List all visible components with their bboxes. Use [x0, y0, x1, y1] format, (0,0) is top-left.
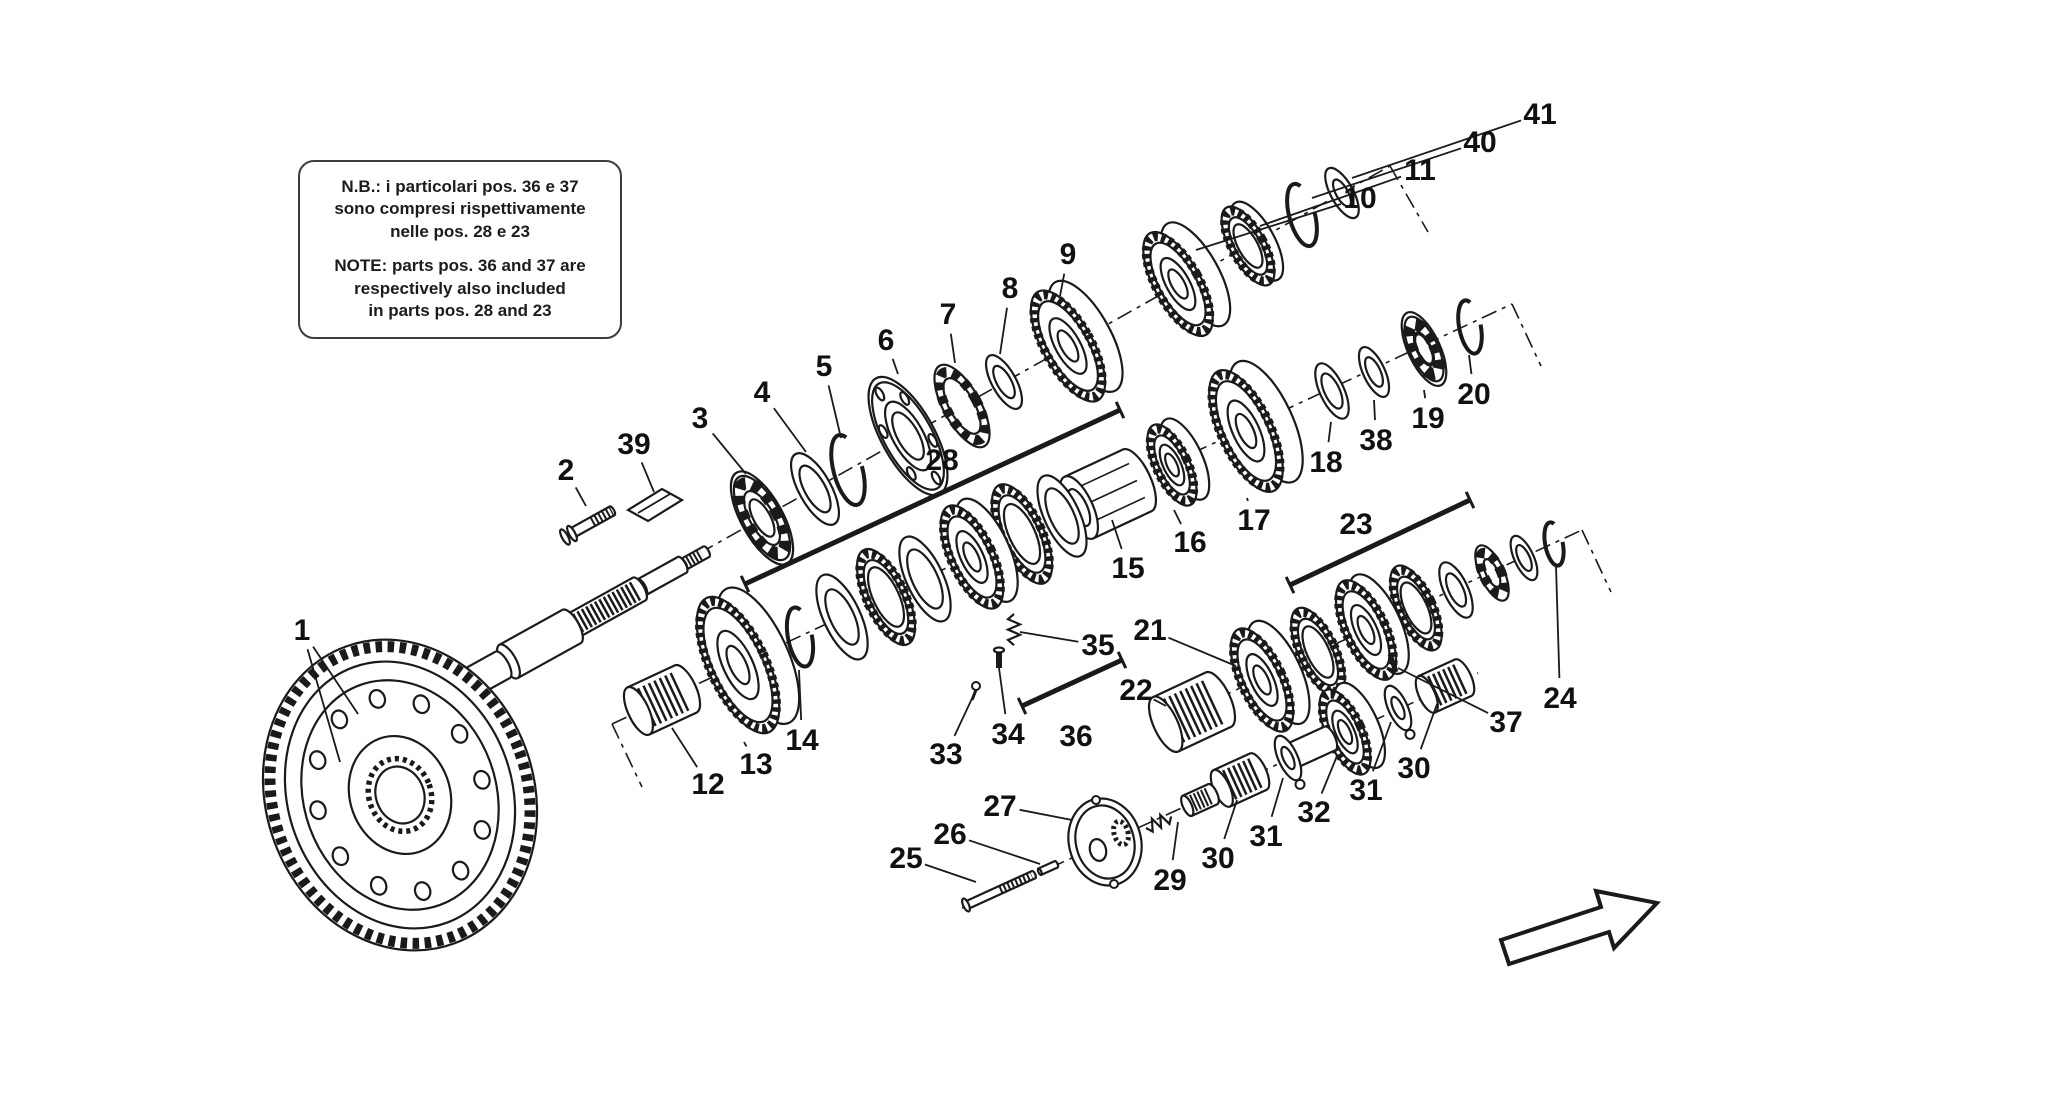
leader-21: [1168, 636, 1237, 667]
callout-24-33: 24: [1543, 682, 1577, 715]
leader-14: [798, 669, 803, 721]
leader-41: [1351, 119, 1522, 179]
leader-35: [1019, 631, 1079, 643]
callout-39-2: 39: [617, 428, 650, 461]
leader-32: [1320, 755, 1338, 794]
callout-22-27: 22: [1119, 674, 1152, 707]
callout-20-24: 20: [1457, 378, 1490, 411]
callout-31-39: 31: [1249, 820, 1282, 853]
leader-39: [640, 462, 655, 493]
callout-25-34: 25: [889, 842, 922, 875]
direction-arrow-icon: [1498, 888, 1661, 967]
leader-27: [1019, 808, 1073, 821]
callout-29-37: 29: [1153, 864, 1186, 897]
note-line: N.B.: i particolari pos. 36 e 37: [341, 177, 579, 196]
callout-33-28: 33: [929, 738, 962, 771]
leader-34: [998, 667, 1007, 715]
callout-3-3: 3: [692, 402, 709, 435]
leader-30: [1223, 799, 1238, 840]
note-line: nelle pos. 28 e 23: [390, 221, 530, 241]
leader-26: [968, 839, 1041, 865]
leader-13: [743, 741, 748, 747]
callout-6-6: 6: [878, 324, 895, 357]
leader-25: [924, 863, 977, 883]
leader-7: [949, 333, 956, 364]
callout-30-42: 30: [1397, 752, 1430, 785]
callout-37-32: 37: [1489, 706, 1522, 739]
callout-19-23: 19: [1411, 402, 1444, 435]
leader-22: [1153, 698, 1167, 707]
leader-16: [1173, 509, 1182, 525]
leader-24: [1555, 565, 1561, 679]
callout-1-0: 1: [294, 614, 311, 647]
callout-17-20: 17: [1237, 504, 1270, 537]
note-line: NOTE: parts pos. 36 and 37 are: [334, 256, 586, 276]
leader-37: [1397, 667, 1489, 714]
callout-23-25: 23: [1339, 508, 1372, 541]
callout-36-31: 36: [1059, 720, 1092, 753]
leader-19: [1423, 389, 1427, 399]
callout-38-22: 38: [1359, 424, 1392, 457]
leader-29: [1171, 821, 1179, 861]
leader-11: [1259, 175, 1402, 227]
leader-1: [312, 646, 359, 715]
callout-5-5: 5: [816, 350, 833, 383]
assembly-brackets: [739, 401, 1476, 715]
note-box: N.B.: i particolari pos. 36 e 37 sono co…: [298, 160, 622, 339]
callout-41-13: 41: [1523, 98, 1556, 131]
callout-40-12: 40: [1463, 126, 1496, 159]
parts-layer: [261, 166, 1566, 952]
leader-17: [1246, 497, 1249, 502]
callout-34-29: 34: [991, 718, 1025, 751]
callout-21-26: 21: [1133, 614, 1166, 647]
note-line: sono compresi rispettivamente: [334, 199, 586, 219]
callout-26-35: 26: [933, 818, 966, 851]
leader-31: [1372, 721, 1392, 772]
leader-9: [1059, 273, 1066, 297]
callout-27-36: 27: [983, 790, 1016, 823]
callout-35-30: 35: [1081, 629, 1114, 662]
note-line: respectively also included: [354, 278, 566, 298]
callout-11-11: 11: [1404, 154, 1436, 187]
callout-14-16: 14: [785, 724, 819, 757]
leader-31: [1270, 777, 1284, 818]
callout-12-14: 12: [691, 768, 724, 801]
callout-10-10: 10: [1343, 182, 1376, 215]
callout-7-7: 7: [940, 298, 957, 331]
callout-15-18: 15: [1111, 552, 1144, 585]
callout-2-1: 2: [558, 454, 575, 487]
callout-leader-lines: [306, 119, 1561, 883]
callout-4-4: 4: [754, 376, 771, 409]
leader-30: [1419, 703, 1438, 750]
callout-32-40: 32: [1297, 796, 1330, 829]
leader-12: [671, 727, 698, 768]
callout-16-19: 16: [1173, 526, 1206, 559]
leader-4: [773, 407, 807, 453]
leader-5: [827, 385, 842, 439]
leader-3: [711, 432, 747, 475]
note-line: in parts pos. 28 and 23: [368, 301, 552, 321]
callout-13-15: 13: [739, 748, 772, 781]
leader-20: [1468, 354, 1473, 375]
leader-8: [999, 307, 1008, 355]
callout-31-41: 31: [1349, 774, 1382, 807]
leader-18: [1327, 421, 1332, 443]
callout-30-38: 30: [1201, 842, 1234, 875]
leader-15: [1111, 519, 1123, 550]
leader-6: [891, 358, 899, 375]
leader-2: [574, 487, 587, 507]
callout-28-17: 28: [925, 444, 958, 477]
note-italian: N.B.: i particolari pos. 36 e 37 sono co…: [314, 176, 606, 243]
callout-18-21: 18: [1309, 446, 1342, 479]
leader-40: [1311, 147, 1462, 199]
note-english: NOTE: parts pos. 36 and 37 are respectiv…: [314, 255, 606, 322]
leader-38: [1373, 399, 1376, 421]
leader-33: [953, 689, 977, 737]
callout-labels: 1239345678910114041121314281516171838192…: [294, 98, 1577, 897]
leader-1: [306, 648, 341, 763]
leader-10: [1195, 203, 1342, 251]
callout-9-9: 9: [1060, 238, 1077, 271]
callout-8-8: 8: [1002, 272, 1019, 305]
